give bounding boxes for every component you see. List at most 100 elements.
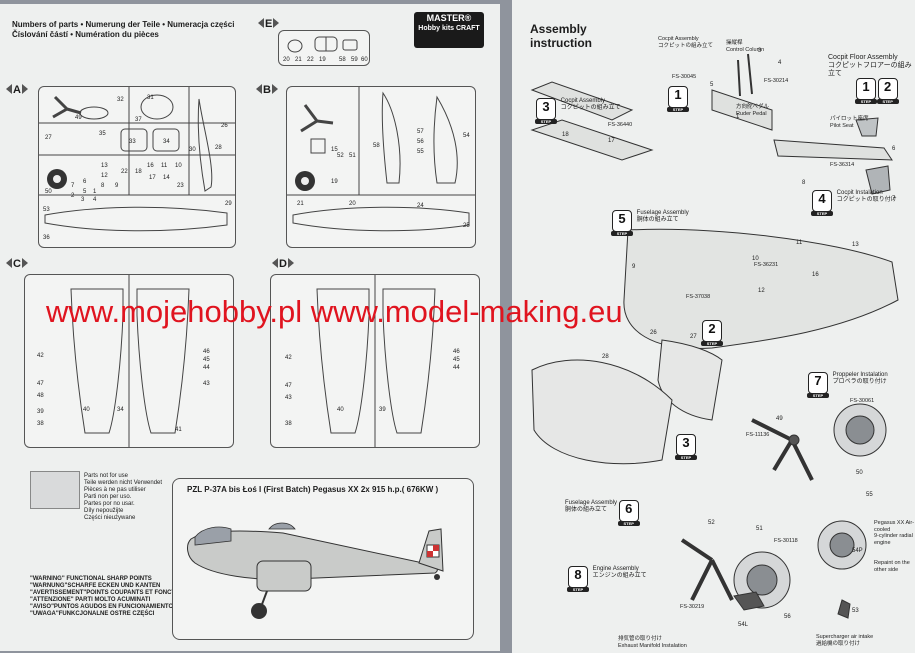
part-number: 34 xyxy=(163,139,170,145)
step-word: STEP xyxy=(876,99,899,104)
part-number: 4 xyxy=(778,60,782,66)
legend-line: Teile werden nicht Verwendet xyxy=(84,480,163,486)
part-number: 47 xyxy=(285,383,292,389)
part-number: 9 xyxy=(632,264,636,270)
part-number: 54L xyxy=(738,622,749,628)
note-line: 9-cylinder radial engine xyxy=(874,533,913,546)
legend-line: Pièces à ne pas utiliser xyxy=(84,487,146,493)
cockpit-floor-label: Cocpit Floor Assembly コクピットフロアーの組み立て xyxy=(828,54,915,78)
step-word: STEP xyxy=(675,455,697,460)
part-number: 9 xyxy=(115,183,119,189)
colour-tag: FS-36231 xyxy=(754,262,779,268)
part-number: 47 xyxy=(37,381,44,387)
colour-tag: FS-36440 xyxy=(608,122,633,128)
exhaust-label: 排気管の取り付け Exhaust Manifold Instalation xyxy=(618,636,687,649)
legend-line: Części nieużywane xyxy=(84,515,136,521)
part-number: 24 xyxy=(417,203,424,209)
warning-line: "AVERTISSEMENT"POINTS COUPANTS ET FONCTI… xyxy=(30,590,202,596)
step-label-jp: コクピットの組み立て xyxy=(658,42,714,49)
assembly-title-line: instruction xyxy=(530,36,592,50)
label-en: Exhaust Manifold Instalation xyxy=(618,642,687,649)
colour-tag: FS-30061 xyxy=(850,398,875,404)
step-number: 4 xyxy=(818,191,826,206)
part-number: 1 xyxy=(736,114,740,120)
supercharger-intake-part xyxy=(837,599,851,619)
label-jp: 過給機の取り付け xyxy=(816,640,861,647)
step-word: STEP xyxy=(617,521,640,526)
aircraft-profile: PZL P-37A bis Łoś I (First Batch) Pegasu… xyxy=(172,478,474,640)
label-en: Pilot Seat xyxy=(830,122,854,129)
part-number: 17 xyxy=(608,138,615,144)
assembly-title: Assembly instruction xyxy=(530,22,592,50)
sprue-d-drawing: 42 46 45 44 47 43 40 39 38 xyxy=(285,275,460,447)
part-number: 54 xyxy=(463,133,470,139)
sprue-label-b: B xyxy=(256,84,278,96)
part-shape xyxy=(79,106,109,120)
part-number: 1 xyxy=(93,189,97,195)
part-number: 55 xyxy=(866,492,873,498)
wing-half xyxy=(70,288,124,434)
step-word: STEP xyxy=(811,211,833,216)
part-number: 45 xyxy=(203,357,210,363)
step-number: 7 xyxy=(814,373,822,388)
part-shape xyxy=(152,128,180,152)
wing-half xyxy=(316,288,370,434)
propeller-part xyxy=(300,104,334,133)
label-jp: コクピットフロアーの組み立て xyxy=(828,62,912,77)
step-number: 2 xyxy=(884,79,892,94)
part-number: 5 xyxy=(83,189,87,195)
step-label-en: Proppeler Instalation xyxy=(832,372,888,378)
colour-tag: FS-30214 xyxy=(764,78,789,84)
part-number: 45 xyxy=(453,357,460,363)
warning-line: "UWAGA"FUNKCJONALNE OSTRE CZĘŚCI xyxy=(30,611,155,617)
step-label-jp: 胴体の組み立て xyxy=(565,507,608,513)
part-number: 11 xyxy=(161,163,168,169)
sprue-label-d: D xyxy=(272,258,294,270)
step-word: STEP xyxy=(807,393,829,398)
propeller-blades xyxy=(680,538,734,601)
label-en: Cocpit Floor Assembly xyxy=(828,54,898,61)
part-number: 16 xyxy=(147,163,154,169)
part-number: 46 xyxy=(453,349,460,355)
part-number: 42 xyxy=(285,355,292,361)
part-number: 54P xyxy=(852,548,863,554)
legend-line: Parts not for use xyxy=(84,473,129,479)
part-number: 51 xyxy=(756,526,763,532)
part-number: 58 xyxy=(339,57,346,63)
part-number: 28 xyxy=(215,145,222,151)
sprue-e: 20 21 22 19 58 59 60 xyxy=(278,30,370,66)
part-number: 56 xyxy=(417,139,424,145)
sharp-points-warning: "WARNING" FUNCTIONAL SHARP POINTS "WARNU… xyxy=(30,576,202,618)
step-label-jp: コクピットの取り付け xyxy=(836,197,897,203)
part-number: 44 xyxy=(203,365,210,371)
part-number: 12 xyxy=(101,173,108,179)
part-shape xyxy=(120,128,148,152)
part-number: 2 xyxy=(71,193,75,199)
part-number: 32 xyxy=(117,97,124,103)
part-number: 51 xyxy=(349,153,356,159)
part-number: 29 xyxy=(225,201,232,207)
sprue-label-c: C xyxy=(6,258,28,270)
colour-tag: FS-11136 xyxy=(746,432,770,438)
cockpit-canopy xyxy=(268,522,296,530)
wing-half xyxy=(382,288,436,434)
step-label-jp: エンジンの組み立て xyxy=(592,573,647,579)
part-number: 10 xyxy=(752,256,759,262)
rudder-pedal-label: 方向舵ペダル Ruder Pedal xyxy=(736,104,769,117)
part-number: 20 xyxy=(349,201,356,207)
step-word: STEP xyxy=(855,99,877,104)
step-number: 3 xyxy=(542,99,550,114)
step-label-en: Cocpit Assembly xyxy=(560,98,606,104)
watermark-text: www.mojehobby.pl www.model-making.eu xyxy=(46,294,623,329)
part-number: 46 xyxy=(203,349,210,355)
part-number: 27 xyxy=(45,135,52,141)
step-number: 3 xyxy=(682,435,690,450)
engine-assembly-core xyxy=(746,564,778,596)
fuselage-half xyxy=(197,98,213,192)
